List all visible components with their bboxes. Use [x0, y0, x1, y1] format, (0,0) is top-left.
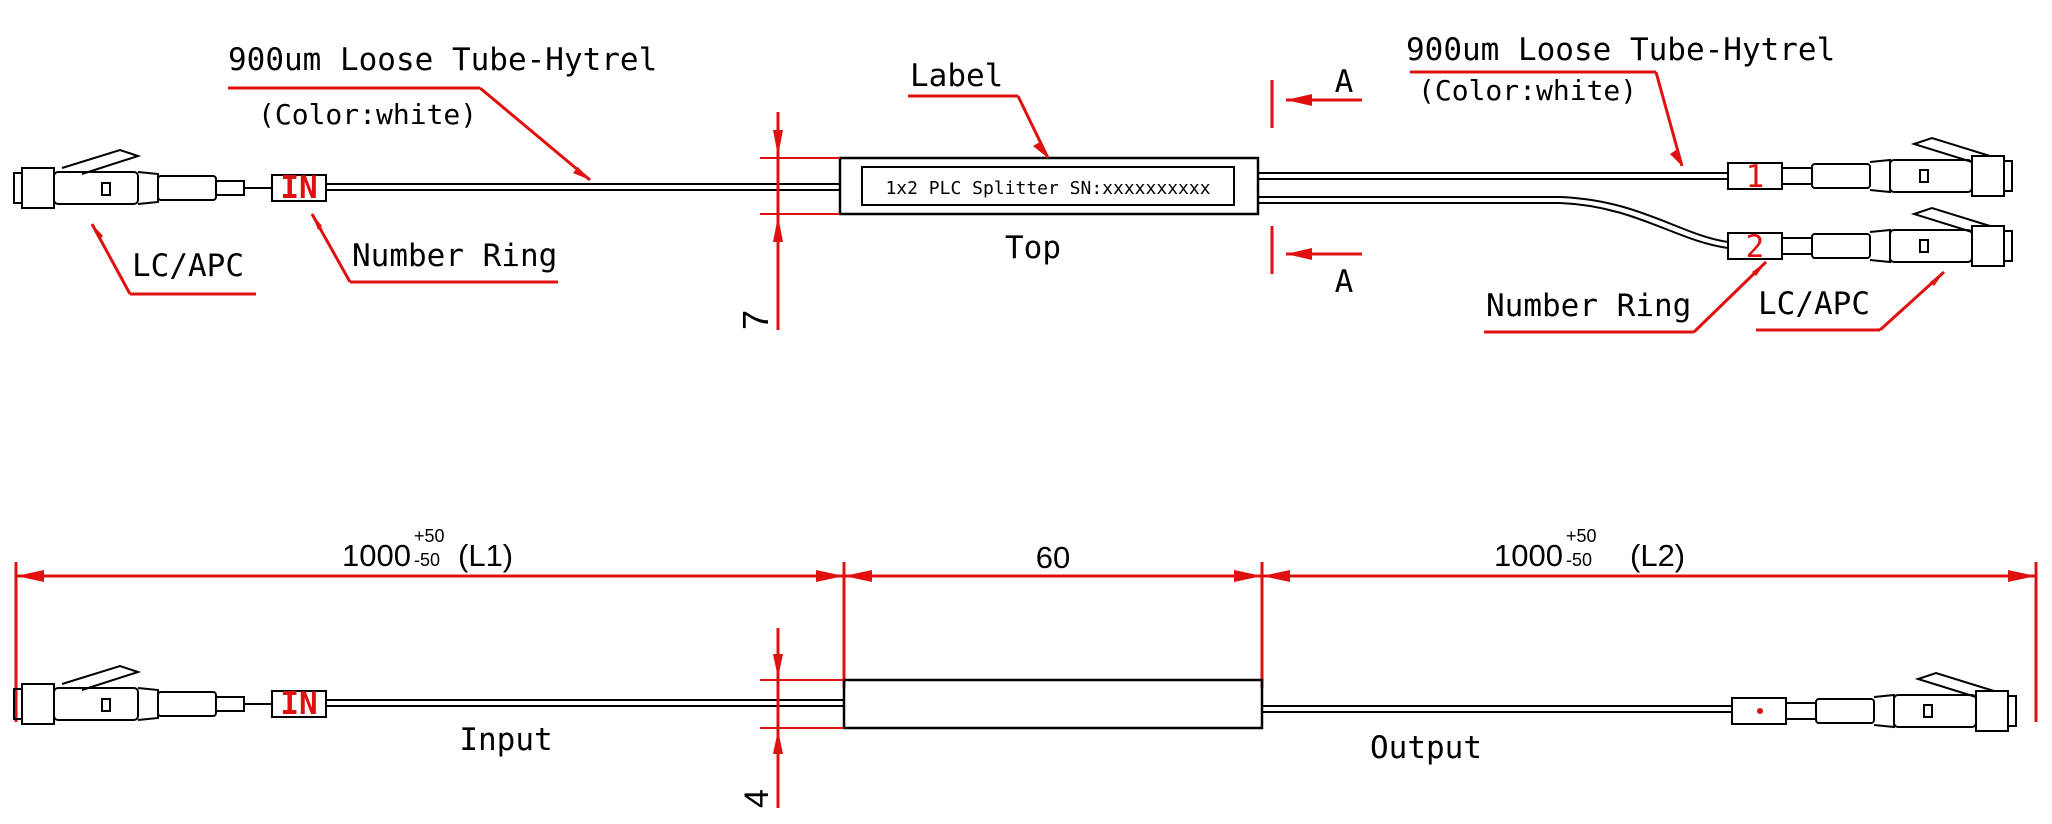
section-a-marker: A A — [1270, 64, 1362, 300]
tube-left-color: (Color:white) — [258, 98, 477, 131]
height-dim-4-label: 4 — [738, 789, 776, 808]
callout-label: Label — [908, 58, 1050, 159]
len-right-tag: (L2) — [1630, 538, 1685, 573]
ring-2-label: 2 — [1746, 229, 1765, 265]
ring-in-label-bottom: IN — [280, 686, 317, 722]
tube-right-label: 900um Loose Tube-Hytrel — [1406, 32, 1835, 68]
section-a-upper: A — [1335, 64, 1354, 100]
fiber-left-top — [244, 183, 840, 191]
callout-number-ring-left: Number Ring — [310, 213, 558, 284]
len-mid: 60 — [1036, 540, 1070, 575]
lc-apc-connector-left-top — [13, 148, 245, 209]
ring-1-label: 1 — [1746, 159, 1765, 195]
tube-right-color: (Color:white) — [1418, 74, 1637, 107]
section-a-lower: A — [1335, 264, 1354, 300]
height-dimension-bottom: 4 — [738, 628, 844, 808]
fiber-input-bottom — [244, 699, 844, 707]
length-dimensions — [14, 562, 2038, 722]
len-right-sub: -50 — [1566, 550, 1592, 570]
tube-left-label: 900um Loose Tube-Hytrel — [228, 42, 657, 78]
len-left-sub: -50 — [414, 550, 440, 570]
lc-apc-connector-right-bottom — [1785, 671, 2017, 732]
number-ring-in-bottom: IN — [271, 686, 327, 722]
number-ring-right-label: Number Ring — [1486, 288, 1691, 324]
ring-in-label-top: IN — [280, 170, 317, 206]
len-left-main: 1000 — [342, 538, 411, 573]
top-caption: Top — [1005, 230, 1061, 266]
output-caption: Output — [1370, 730, 1482, 766]
lc-apc-left-label: LC/APC — [132, 248, 244, 284]
height-dimension-top: 7 — [735, 112, 840, 330]
top-view: IN 1x2 PLC Splitter SN:xxxxxxxxxx 1 — [13, 32, 2013, 334]
callout-tube-left: 900um Loose Tube-Hytrel (Color:white) — [228, 42, 657, 182]
callout-lc-apc-left: LC/APC — [90, 223, 256, 296]
splitter-body-top: 1x2 PLC Splitter SN:xxxxxxxxxx — [838, 156, 1260, 216]
lc-apc-connector-right-2 — [1781, 206, 2013, 267]
splitter-body-bottom — [842, 678, 1264, 730]
len-right-main: 1000 — [1494, 538, 1563, 573]
height-dim-7-label: 7 — [735, 310, 776, 330]
bottom-view: 1000 +50 -50 (L1) 60 1000 +50 -50 (L2) I… — [13, 526, 2038, 808]
callout-number-ring-right: Number Ring — [1484, 260, 1768, 334]
lc-apc-connector-left-bottom — [13, 664, 245, 725]
output-ring-bottom — [1731, 697, 1787, 725]
length-l2-label: 1000 +50 -50 (L2) — [1494, 526, 1685, 573]
lc-apc-right-label: LC/APC — [1758, 286, 1870, 322]
callout-lc-apc-right: LC/APC — [1756, 270, 1946, 332]
len-left-tag: (L1) — [458, 538, 513, 573]
len-right-sup: +50 — [1566, 526, 1597, 546]
label-callout-text: Label — [910, 58, 1003, 94]
len-left-sup: +50 — [414, 526, 445, 546]
number-ring-left-label: Number Ring — [352, 238, 557, 274]
splitter-label-text: 1x2 PLC Splitter SN:xxxxxxxxxx — [885, 178, 1210, 199]
number-ring-2: 2 — [1727, 229, 1783, 265]
callout-tube-right: 900um Loose Tube-Hytrel (Color:white) — [1406, 32, 1835, 167]
fiber-output-bottom — [1262, 705, 1732, 713]
input-caption: Input — [459, 722, 552, 758]
number-ring-in-top: IN — [271, 170, 327, 206]
lc-apc-connector-right-1 — [1781, 136, 2013, 197]
number-ring-1: 1 — [1727, 159, 1783, 195]
fiber-right-top — [1258, 172, 1729, 249]
length-l1-label: 1000 +50 -50 (L1) — [342, 526, 513, 573]
